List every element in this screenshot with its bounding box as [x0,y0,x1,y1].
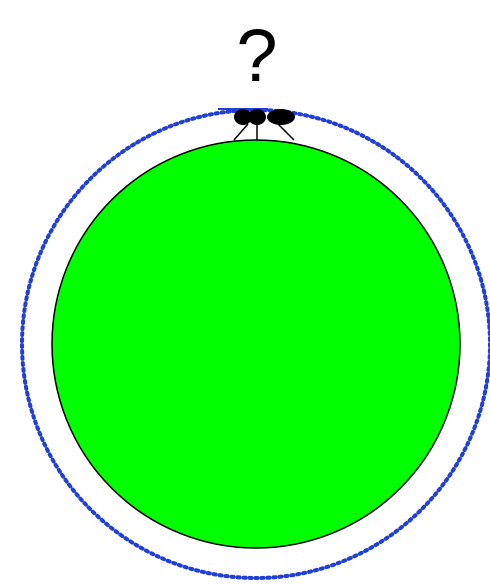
figure-head-right [267,109,295,125]
figure-head-center [248,109,266,125]
top-figure [218,109,295,140]
question-mark: ? [236,14,277,97]
figure-leg-right [278,124,294,140]
figure-leg-left [234,124,248,140]
green-planet [52,140,460,548]
